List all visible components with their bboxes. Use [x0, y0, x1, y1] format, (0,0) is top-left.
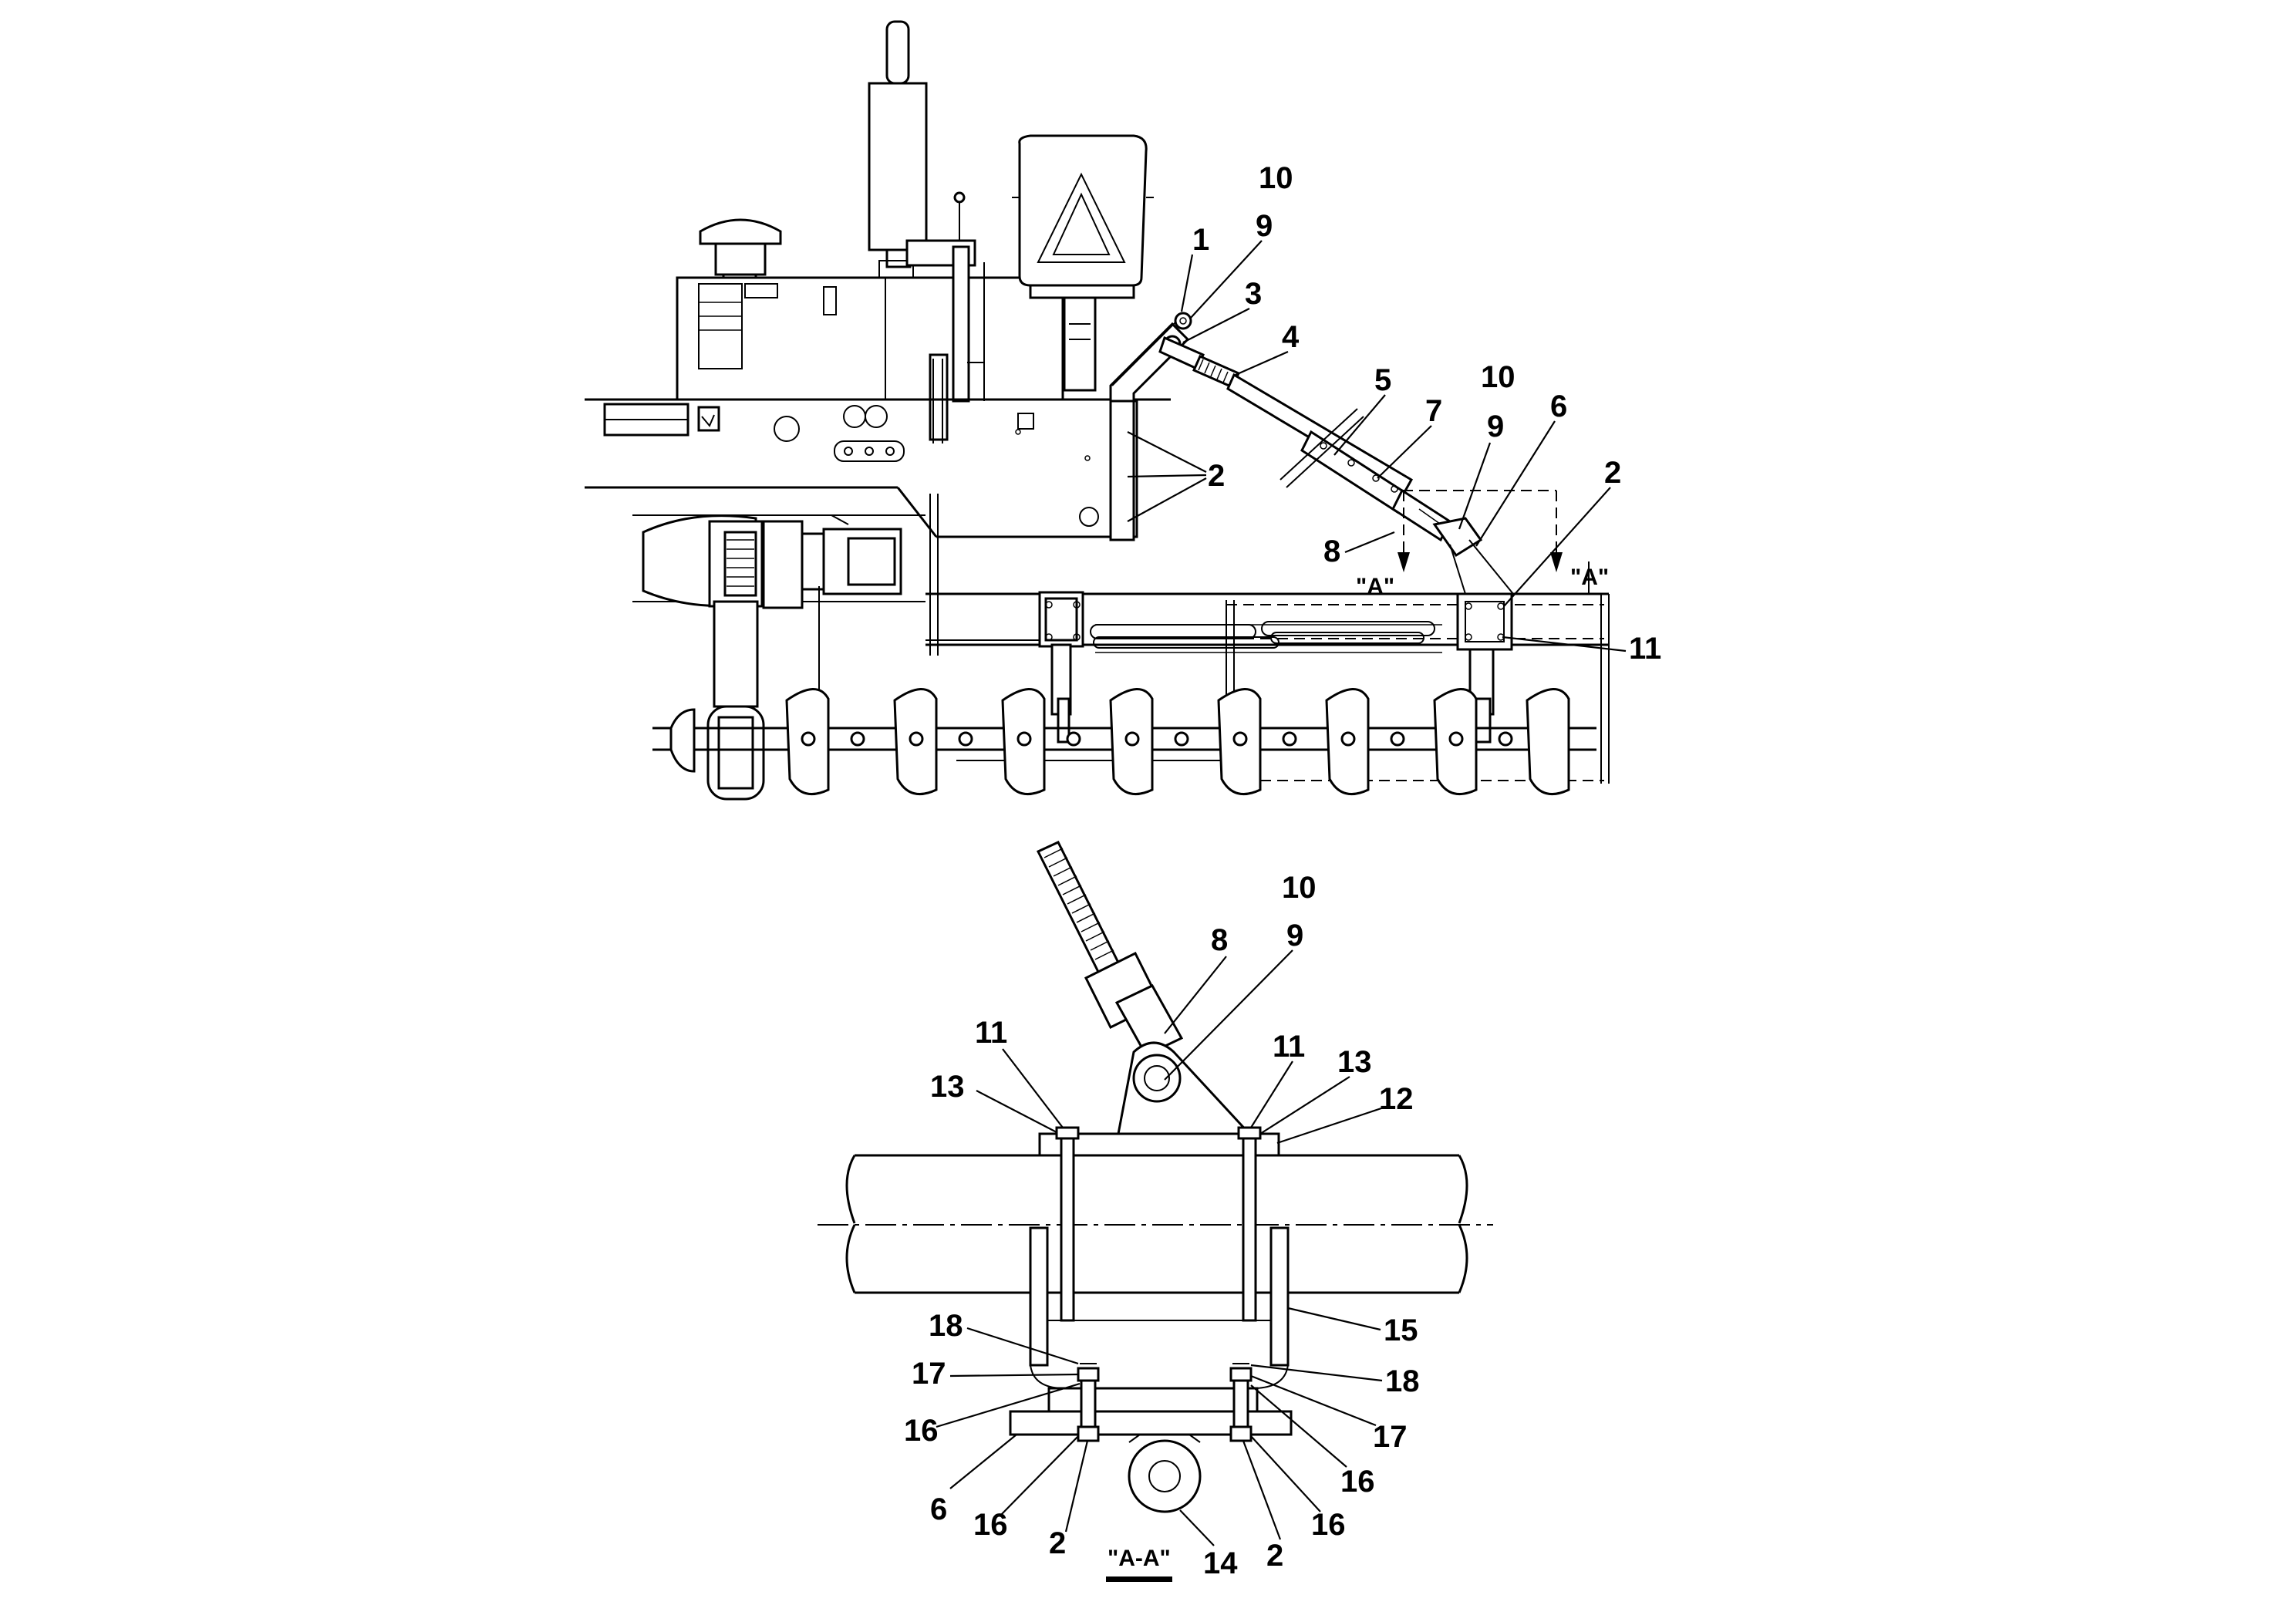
- callout-9-top: 9: [1256, 209, 1273, 243]
- callout-16-bottom-right: 16: [1311, 1508, 1346, 1542]
- callout-6: 6: [1550, 389, 1567, 423]
- callout-11-top: 11: [1629, 632, 1661, 666]
- callout-15: 15: [1384, 1313, 1418, 1347]
- engine-hood: [676, 260, 1064, 401]
- callout-16-left: 16: [904, 1414, 939, 1448]
- callout-10-sect: 10: [1282, 871, 1317, 905]
- callout-11-left: 11: [975, 1016, 1007, 1050]
- callout-13-right: 13: [1337, 1045, 1372, 1079]
- callout-8-top: 8: [1323, 534, 1340, 568]
- section-title-underline: [1106, 1576, 1172, 1582]
- section-title: "A-A": [1108, 1546, 1171, 1571]
- section-view-callouts: 10 8 9 11 13 11 13 12 15 18 17 16 6 16 2…: [904, 871, 1420, 1580]
- callout-17-right: 17: [1373, 1420, 1408, 1454]
- callout-1: 1: [1192, 223, 1209, 257]
- callout-18-right: 18: [1385, 1364, 1420, 1398]
- threaded-rod: [1036, 841, 1184, 1057]
- callout-9-mid: 9: [1487, 410, 1504, 443]
- callout-9-sect: 9: [1286, 919, 1303, 953]
- callout-2-bottom-left: 2: [1049, 1526, 1066, 1560]
- callout-10-top: 10: [1259, 161, 1293, 195]
- section-view-aa: "A-A": [818, 841, 1493, 1582]
- auger-flights: [652, 688, 1596, 796]
- callout-7: 7: [1425, 394, 1442, 428]
- top-view-callouts: 10 9 1 3 4 5 10 7 6 9 2 2 8 11 "A" "A": [1127, 161, 1661, 666]
- roller-wheel: [1128, 1434, 1202, 1513]
- callout-3: 3: [1245, 277, 1262, 311]
- drive-hub: [632, 494, 939, 801]
- tie-rod: [1158, 336, 1514, 595]
- pivot-lug: [1117, 1041, 1253, 1135]
- auger-tube: [818, 1154, 1493, 1294]
- bolt-left: [1077, 1363, 1100, 1442]
- callout-16-right: 16: [1340, 1465, 1375, 1499]
- operator-seat: [1012, 134, 1154, 392]
- bolt-right: [1229, 1363, 1253, 1442]
- callout-2-left: 2: [1208, 459, 1225, 493]
- section-mark-left: "A": [1356, 574, 1394, 599]
- left-clamp: [1038, 591, 1084, 744]
- section-mark-right: "A": [1570, 565, 1609, 590]
- steering-column: [905, 191, 985, 441]
- callout-18-left: 18: [929, 1309, 963, 1343]
- callout-14: 14: [1203, 1546, 1238, 1580]
- machine-side-view: [585, 20, 1610, 801]
- callout-13-left: 13: [930, 1070, 965, 1104]
- callout-2-right: 2: [1604, 456, 1621, 490]
- callout-6-sect: 6: [930, 1492, 947, 1526]
- right-clamp: [1456, 592, 1513, 744]
- section-cut-lines: [1397, 490, 1563, 572]
- callout-8-sect: 8: [1211, 923, 1228, 957]
- callout-4: 4: [1282, 320, 1300, 354]
- callout-12: 12: [1379, 1082, 1414, 1116]
- slotted-extensions: [1090, 621, 1442, 653]
- exhaust-stack: [868, 20, 928, 268]
- callout-2-bottom-right: 2: [1266, 1539, 1283, 1573]
- callout-11-right: 11: [1273, 1030, 1305, 1064]
- callout-5: 5: [1374, 363, 1391, 397]
- u-bolt-left: [1055, 1126, 1080, 1322]
- clamp-bracket: [1029, 1226, 1290, 1389]
- callout-10-mid: 10: [1481, 360, 1515, 394]
- callout-17-left: 17: [912, 1357, 946, 1391]
